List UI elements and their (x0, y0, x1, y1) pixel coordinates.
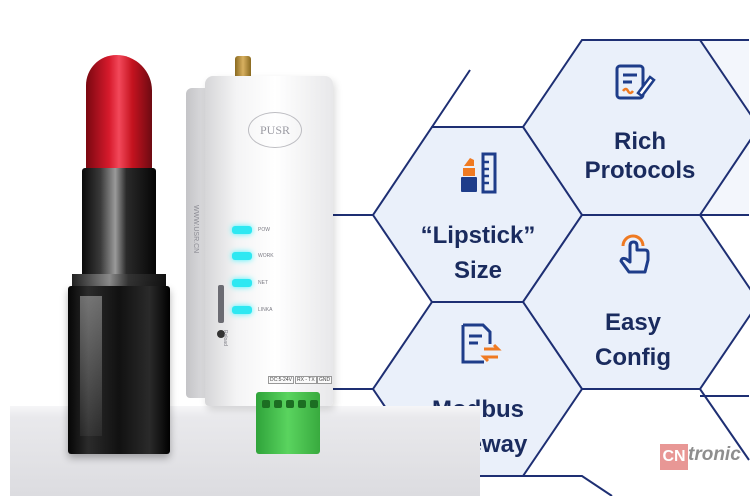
led-label-pow: POW (258, 227, 270, 233)
lipstick-size-title: “Lipstick” Size (413, 222, 543, 286)
terminal-hole (298, 400, 306, 408)
lipstick-case (68, 286, 170, 454)
document-exchange-icon (461, 323, 502, 364)
watermark-badge: CN (660, 444, 688, 470)
led-label-work: WORK (258, 253, 274, 259)
device-logo: PUSR (248, 112, 302, 148)
rich-protocols-line2: Protocols (584, 156, 696, 184)
watermark-logo: CN tronic (660, 438, 741, 476)
lipstick-ring (72, 274, 166, 288)
easy-config-line2: Config (595, 343, 671, 371)
led-pow (232, 226, 252, 234)
led-net (232, 279, 252, 287)
terminal-hole (310, 400, 318, 408)
easy-config-line1: Easy (604, 309, 662, 336)
reload-button (217, 330, 225, 338)
tap-hand-icon (619, 234, 650, 274)
antenna-connector (235, 56, 251, 82)
lipstick-ruler-icon (461, 152, 497, 194)
sim-slot (218, 285, 224, 323)
pin-label-power: DC:5-24V (268, 376, 294, 384)
led-label-linka: LINKA (258, 307, 273, 313)
terminal-hole (286, 400, 294, 408)
document-pen-icon (615, 64, 656, 100)
lipstick-collar (82, 168, 156, 288)
pin-label-gnd: GND (317, 376, 333, 384)
lipstick-bullet (86, 55, 152, 187)
terminal-hole (274, 400, 282, 408)
led-label-net: NET (258, 280, 268, 286)
lipstick-shine (80, 296, 102, 436)
lipstick-size-line1: “Lipstick” (420, 222, 536, 249)
rich-protocols-title: Rich Protocols (575, 128, 705, 186)
pin-label-rxtx: RX - TX (295, 376, 317, 384)
easy-config-title: Easy Config (568, 309, 698, 373)
device-url: WWW.USR.CN (192, 205, 199, 254)
led-work (232, 252, 252, 260)
reload-label: Reload (222, 330, 228, 346)
lipstick-size-line2: Size (453, 256, 503, 284)
watermark-name: tronic (688, 444, 741, 465)
rich-protocols-line1: Rich (613, 128, 666, 155)
led-linka (232, 306, 252, 314)
terminal-hole (262, 400, 270, 408)
